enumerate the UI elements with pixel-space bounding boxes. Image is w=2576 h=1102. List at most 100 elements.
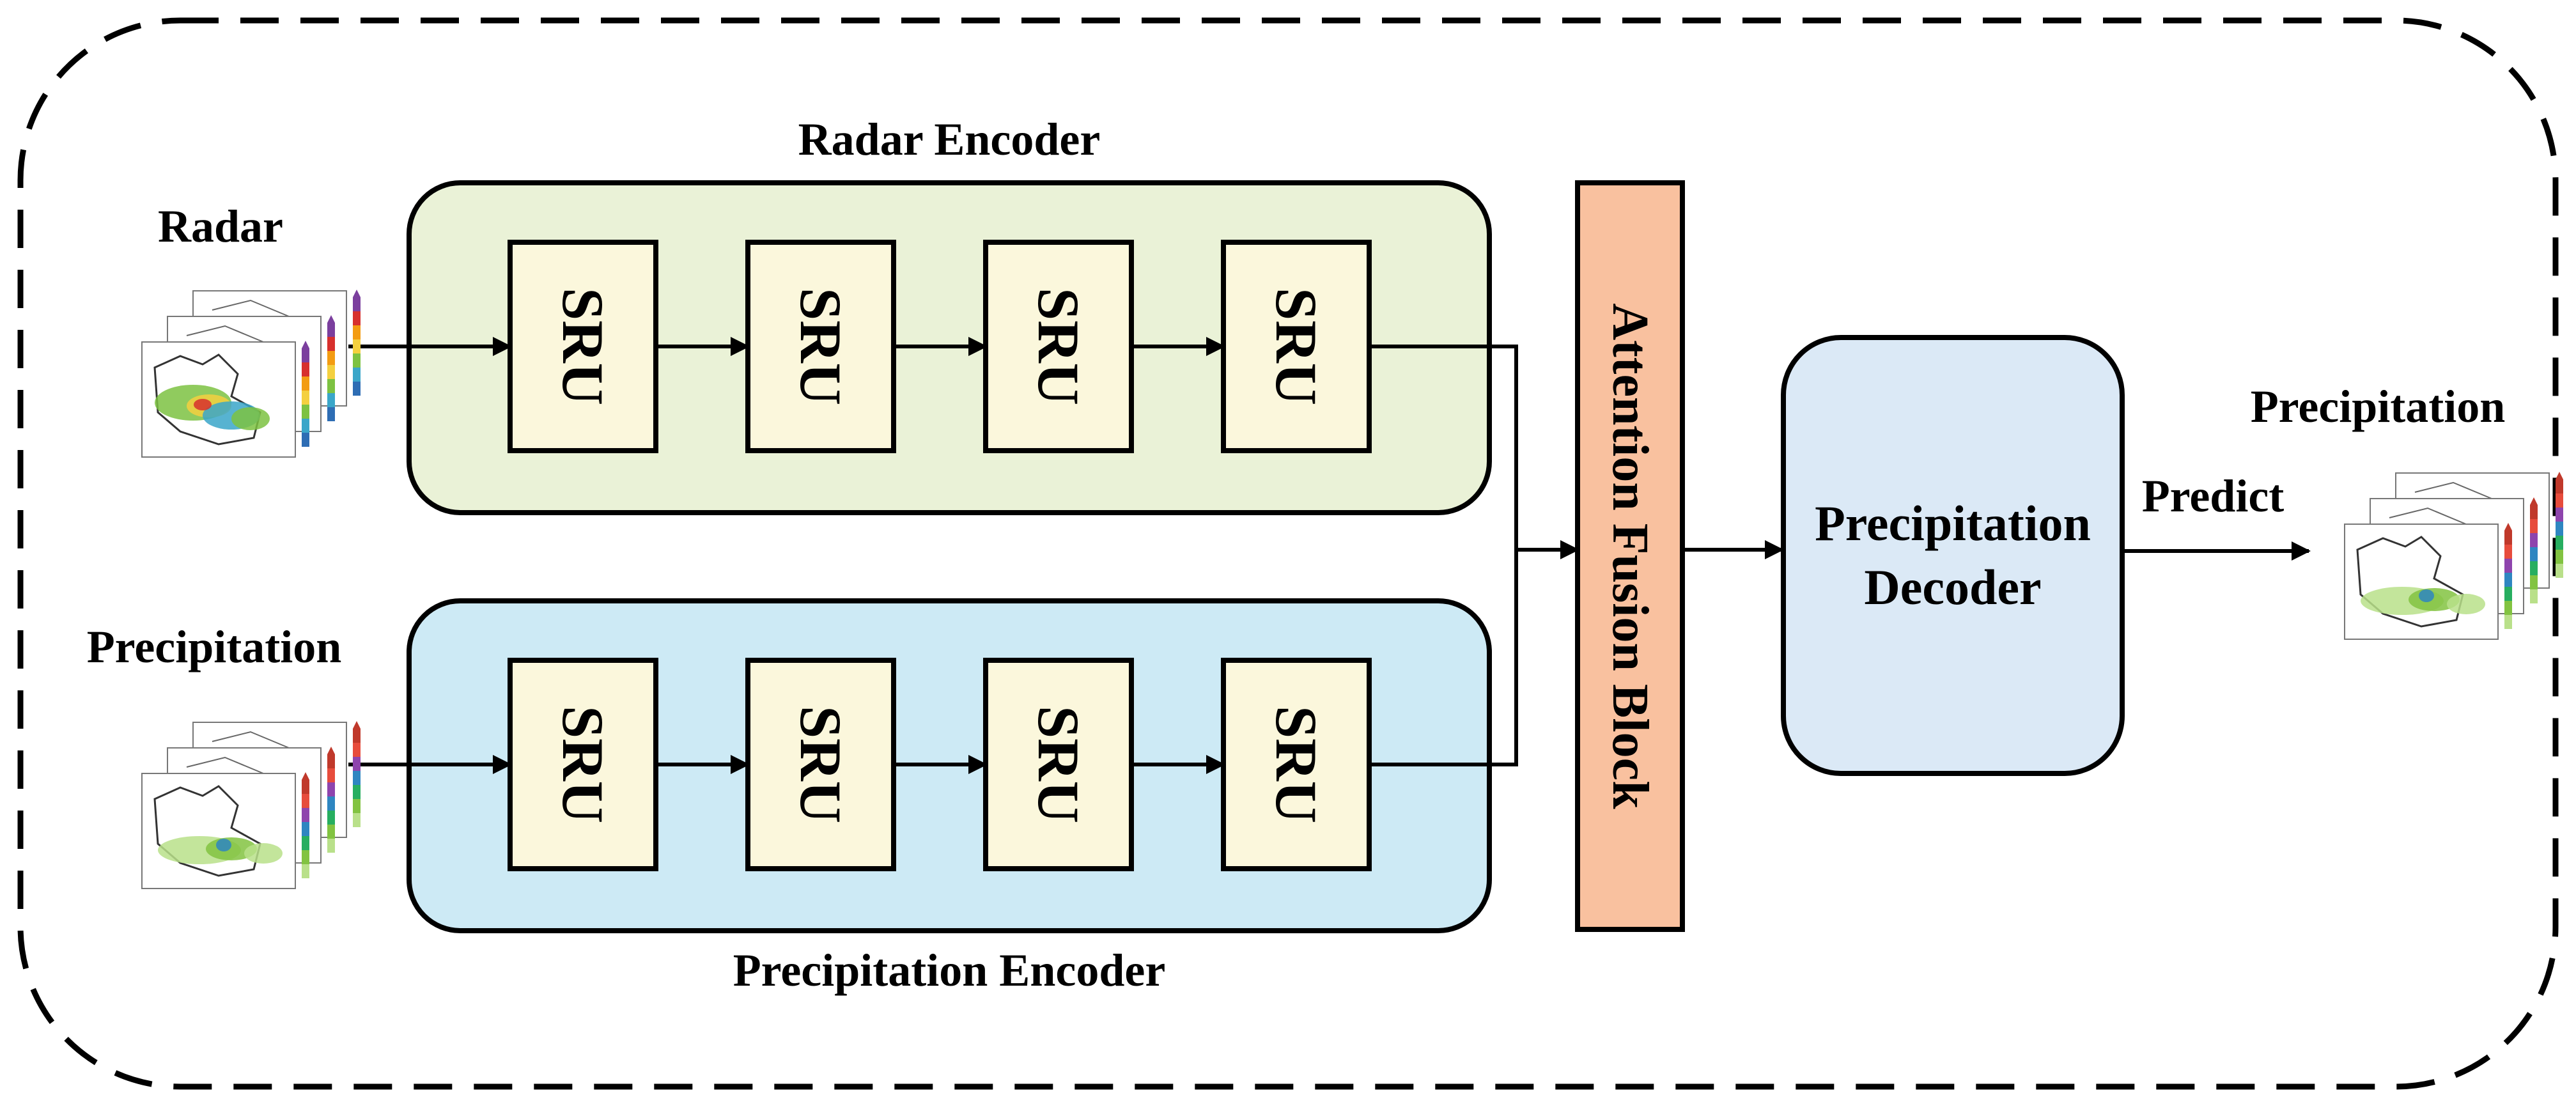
colorbar-segment <box>2504 615 2512 629</box>
colorbar-segment <box>2556 564 2563 578</box>
colorbar-segment <box>327 365 335 379</box>
colorbar-segment <box>327 811 335 825</box>
colorbar-segment <box>302 433 309 447</box>
colorbar-segment <box>2504 559 2512 573</box>
radar-to-fusion-connector <box>1369 345 1518 550</box>
colorbar-segment <box>302 808 309 822</box>
radar-sru-3-label: SRU <box>1026 288 1091 405</box>
radar-sru-2-label: SRU <box>788 288 853 405</box>
region-outline <box>2389 507 2467 525</box>
colorbar-cap <box>327 747 335 754</box>
attention-fusion-label: Attention Fusion Block <box>1602 303 1658 809</box>
colorbar-segment <box>302 836 309 850</box>
radar-sru-1-label: SRU <box>550 288 616 405</box>
precip-sru-4-label: SRU <box>1264 706 1329 823</box>
colorbar-segment <box>327 754 335 768</box>
map-frame <box>141 773 296 889</box>
precipitation-input-label: Precipitation <box>87 621 342 672</box>
output-precipitation-label: Precipitation <box>2251 381 2506 432</box>
decoder-label-line1: Precipitation <box>1815 495 2091 551</box>
colorbar-segment <box>2556 493 2563 508</box>
colorbar-segment <box>327 825 335 839</box>
colorbar-segment <box>2530 547 2538 561</box>
map-frame <box>2344 524 2499 640</box>
colorbar-segment <box>353 757 361 771</box>
precip-sru-2-label: SRU <box>788 706 853 823</box>
colorbar-segment <box>327 351 335 365</box>
colorbar-segment <box>353 325 361 339</box>
colorbar-segment <box>302 419 309 433</box>
colorbar-segment <box>327 337 335 351</box>
colorbar-segment <box>302 780 309 794</box>
colorbar-cap <box>327 315 335 323</box>
precip-sru-1-label: SRU <box>550 706 616 823</box>
colorbar-segment <box>302 376 309 391</box>
colorbar-segment <box>353 297 361 311</box>
attention-fusion-block: Attention Fusion Block <box>1575 180 1685 932</box>
colorbar-segment <box>302 850 309 864</box>
colorbar-segment <box>353 353 361 368</box>
colorbar-segment <box>353 382 361 396</box>
colorbar-segment <box>302 864 309 878</box>
colorbar-segment <box>2556 522 2563 536</box>
colorbar-segment <box>327 782 335 796</box>
radar-sru-4-label: SRU <box>1264 288 1329 405</box>
colorbar-segment <box>327 379 335 393</box>
colorbar-cap <box>2504 523 2512 531</box>
colorbar-segment <box>302 348 309 362</box>
rain-blob <box>244 843 283 864</box>
colorbar-segment <box>2504 587 2512 601</box>
region-outline <box>212 299 290 317</box>
colorbar-segment <box>2504 601 2512 615</box>
colorbar-segment <box>2504 573 2512 587</box>
colorbar-cap <box>2556 472 2563 479</box>
colorbar-cap <box>353 290 361 297</box>
colorbar-segment <box>2530 561 2538 575</box>
radar-encoder-title: Radar Encoder <box>798 114 1101 165</box>
colorbar-segment <box>2530 575 2538 589</box>
predict-label: Predict <box>2142 470 2285 522</box>
precipitation-decoder: Precipitation Decoder <box>1781 335 2125 776</box>
colorbar-segment <box>302 391 309 405</box>
radar-sru-3 <box>983 240 1134 453</box>
colorbar-segment <box>302 822 309 836</box>
colorbar-segment <box>327 407 335 421</box>
rain-blob <box>231 407 270 430</box>
precipitation-encoder-title: Precipitation Encoder <box>733 945 1166 996</box>
rain-blob <box>194 399 212 410</box>
colorbar-cap <box>302 341 309 348</box>
colorbar-segment <box>353 368 361 382</box>
colorbar-cap <box>2530 497 2538 505</box>
colorbar-segment <box>302 362 309 376</box>
colorbar-segment <box>327 796 335 811</box>
colorbar-segment <box>353 339 361 353</box>
decoder-label-line2: Decoder <box>1864 559 2041 615</box>
precipitation-decoder-box <box>1781 335 2125 776</box>
colorbar-segment <box>353 743 361 757</box>
colorbar-segment <box>302 794 309 808</box>
radar-sru-row: SRU SRU SRU SRU <box>508 240 1372 453</box>
colorbar-segment <box>327 768 335 782</box>
colorbar-segment <box>2530 505 2538 519</box>
rain-blob <box>2419 589 2434 602</box>
rain-blob <box>216 839 231 851</box>
precip-sru-2 <box>745 658 896 871</box>
colorbar-segment <box>2556 550 2563 564</box>
colorbar-segment <box>302 405 309 419</box>
colorbar-segment <box>353 813 361 827</box>
colorbar-segment <box>327 393 335 407</box>
colorbar-segment <box>327 839 335 853</box>
radar-sru-4 <box>1221 240 1372 453</box>
rain-blob <box>2447 594 2485 614</box>
radar-input-label: Radar <box>158 201 283 252</box>
colorbar-segment <box>353 799 361 813</box>
radar-sru-2 <box>745 240 896 453</box>
encoder-to-fusion-connectors <box>1369 345 1579 766</box>
region-outline <box>186 325 264 343</box>
precip-sru-3-label: SRU <box>1026 706 1091 823</box>
precipitation-map-stack-icon <box>141 721 361 889</box>
colorbar-segment <box>2530 533 2538 547</box>
colorbar-segment <box>353 311 361 325</box>
region-outline <box>212 731 290 749</box>
